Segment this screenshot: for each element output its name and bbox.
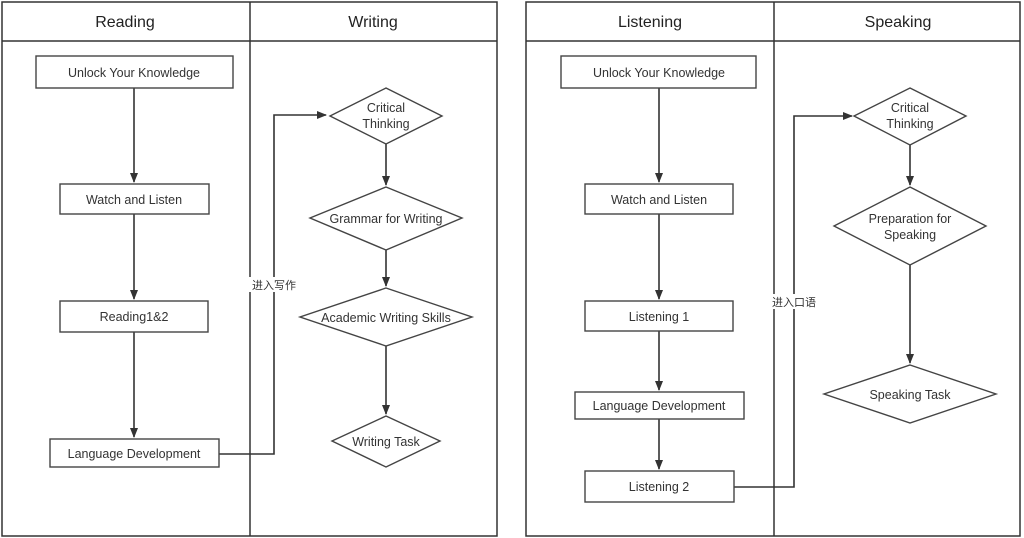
edge-label-bg [246, 277, 302, 292]
node-critical-thinking: Critical Thinking [328, 87, 444, 145]
lane-header-writing: Writing [348, 14, 398, 31]
node-watch-and-listen: Watch and Listen [584, 183, 734, 215]
node-label: Unlock Your Knowledge [68, 66, 200, 80]
edge-label-enter-speaking: 进入口语 [772, 296, 816, 309]
node-label: Writing Task [352, 435, 420, 449]
node-label-line1: Critical [367, 101, 405, 115]
node-label: Language Development [593, 399, 726, 413]
lane-header-listening: Listening [618, 14, 682, 31]
node-reading-1-2: Reading1&2 [59, 300, 209, 333]
node-writing-task: Writing Task [330, 415, 442, 468]
node-listening-1: Listening 1 [584, 300, 734, 332]
right-panel-frame [525, 1, 1021, 537]
node-language-development: Language Development [574, 391, 745, 420]
node-label: Listening 2 [629, 480, 690, 494]
node-unlock-your-knowledge: Unlock Your Knowledge [35, 55, 234, 89]
node-label-line2: Speaking [884, 228, 936, 242]
node-label: Watch and Listen [611, 193, 707, 207]
node-academic-writing-skills: Academic Writing Skills [297, 287, 475, 347]
left-panel: Reading Writing 进入写作 Unlock Your Knowled… [1, 1, 498, 537]
lane-header-reading: Reading [95, 14, 155, 31]
node-label: Listening 1 [629, 310, 690, 324]
node-language-development: Language Development [49, 438, 220, 468]
node-label: Grammar for Writing [330, 212, 443, 226]
node-listening-2: Listening 2 [584, 470, 735, 503]
lane-header-speaking: Speaking [865, 14, 932, 31]
node-label: Unlock Your Knowledge [593, 66, 725, 80]
node-unlock-your-knowledge: Unlock Your Knowledge [560, 55, 757, 89]
node-watch-and-listen: Watch and Listen [59, 183, 210, 215]
node-grammar-for-writing: Grammar for Writing [308, 186, 464, 251]
node-label: Speaking Task [869, 388, 951, 402]
edge-label-bg [766, 294, 822, 309]
right-panel: Listening Speaking 进入口语 Unlock Your Know… [525, 1, 1021, 537]
node-speaking-task: Speaking Task [821, 364, 999, 424]
node-label-line1: Preparation for [869, 212, 952, 226]
node-critical-thinking: Critical Thinking [852, 87, 968, 146]
node-label-line2: Thinking [886, 117, 933, 131]
edge-label-enter-writing: 进入写作 [252, 279, 296, 292]
node-preparation-for-speaking: Preparation for Speaking [832, 186, 988, 266]
node-label: Academic Writing Skills [321, 311, 451, 325]
node-label: Reading1&2 [100, 310, 169, 324]
node-label-line1: Critical [891, 101, 929, 115]
node-label: Watch and Listen [86, 193, 182, 207]
node-label: Language Development [68, 447, 201, 461]
node-label-line2: Thinking [362, 117, 409, 131]
